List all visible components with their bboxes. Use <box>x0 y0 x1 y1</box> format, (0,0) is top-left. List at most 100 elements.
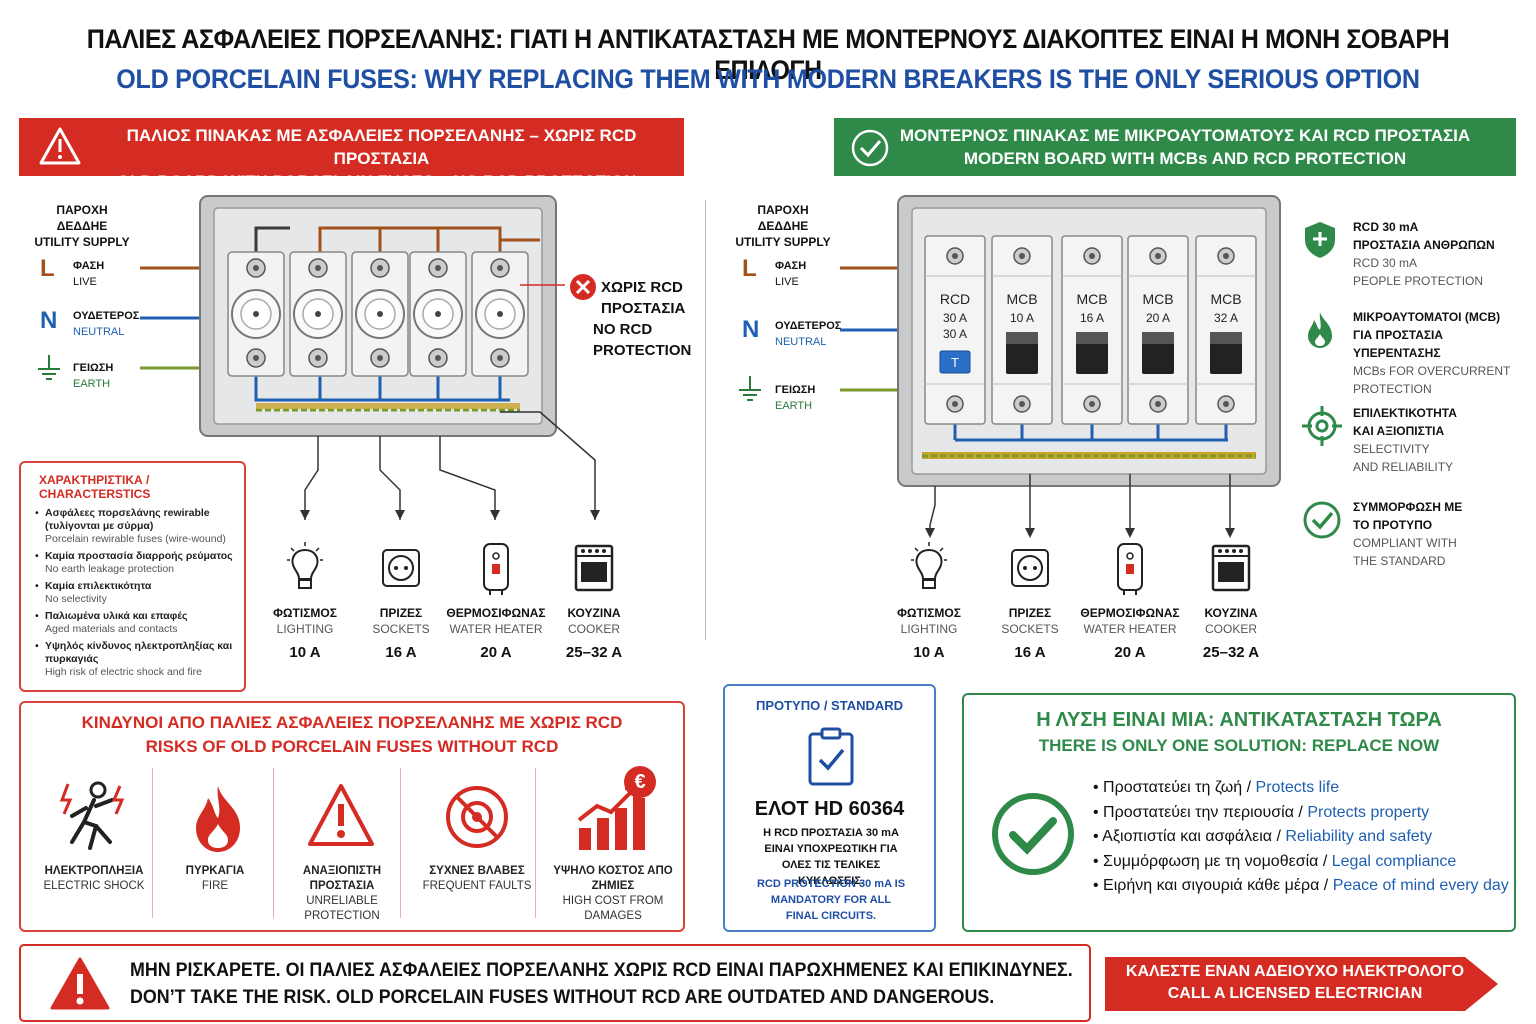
characteristic-gr: Ασφάλεες πορσελάνης rewirable (τυλίγοντα… <box>45 507 210 532</box>
center-divider <box>705 200 706 640</box>
characteristics-box: ΧΑΡΑΚΤΗΡΙΣΤΙΚΑ / CHARACTERSTICS Ασφάλεες… <box>19 461 246 692</box>
new-earth-en: EARTH <box>775 400 813 412</box>
standard-title: ΠΡΟΤΥΠΟ / STANDARD <box>755 698 904 713</box>
device-rating: 10 A <box>1010 311 1034 325</box>
solution-bullet: • Προστατεύει την περιουσία / Protects p… <box>1093 801 1509 826</box>
risk-en: UNRELIABLE PROTECTION <box>304 895 380 922</box>
feature-en: AND RELIABILITY <box>1353 460 1454 474</box>
bullet-dot: • <box>1093 828 1103 845</box>
no-rcd-label: ΧΩΡΙΣ RCD ΠΡΟΣΤΑΣΙΑ NO RCD PROTECTION <box>593 277 693 361</box>
solution-bullet: • Αξιοπιστία και ασφάλεια / Reliability … <box>1093 825 1509 850</box>
risk-en: ELECTRIC SHOCK <box>43 880 145 892</box>
load-rating: 25–32 A <box>1202 644 1260 661</box>
bullet-gr: Συμμόρφωση με τη νομοθεσία <box>1103 852 1319 870</box>
footer-warning-box: ΜΗΝ ΡΙΣΚΑΡΕΤΕ. ΟΙ ΠΑΛΙΕΣ ΑΣΦΑΛΕΙΕΣ ΠΟΡΣΕ… <box>19 944 1091 1022</box>
device-rating: 32 A <box>1214 311 1238 325</box>
feature-text: ΕΠΙΛΕΚΤΙΚΟΤΗΤΑ ΚΑΙ ΑΞΙΟΠΙΣΤΙΑ SELECTIVITY A… <box>1353 404 1533 476</box>
feature-en: THE STANDARD <box>1353 554 1446 568</box>
load-rating: 20 A <box>1114 644 1146 661</box>
risk-divider <box>535 768 536 918</box>
device-rating: 20 A <box>1146 311 1170 325</box>
feature-gr: ΓΙΑ ΠΡΟΣΤΑΣΙΑ ΥΠΕΡΕΝΤΑΣΗΣ <box>1353 328 1444 360</box>
load-name-gr: ΦΩΤΙΣΜΟΣ <box>897 606 961 620</box>
solution-title-gr: Η ΛΥΣΗ ΕΙΝΑΙ ΜΙΑ: ΑΝΤΙΚΑΤΑΣΤΑΣΗ ΤΩΡΑ <box>1036 709 1442 731</box>
characteristic-en: No selectivity <box>45 593 107 605</box>
solution-bullet: • Συμμόρφωση με τη νομοθεσία / Legal com… <box>1093 850 1509 875</box>
load-name-en: SOCKETS <box>1001 622 1059 636</box>
risk-en: FIRE <box>201 880 229 892</box>
rcd-test-button[interactable] <box>939 350 971 374</box>
new-board-banner: ΜΟΝΤΕΡΝΟΣ ΠΙΝΑΚΑΣ ΜΕ ΜΙΚΡΟΑΥΤΟΜΑΤΟΥΣ ΚΑΙ… <box>834 118 1516 176</box>
old-live-letter: L <box>40 255 55 282</box>
solution-box: Η ΛΥΣΗ ΕΙΝΑΙ ΜΙΑ: ΑΝΤΙΚΑΤΑΣΤΑΣΗ ΤΩΡΑ THE… <box>962 693 1516 932</box>
feature-gr: ΕΠΙΛΕΚΤΙΚΟΤΗΤΑ <box>1353 406 1457 420</box>
risk-gr: ΗΛΕΚΤΡΟΠΛΗΞΙΑ <box>44 865 144 877</box>
device-type: MCB <box>1006 291 1037 307</box>
risk-item: ΠΥΡΚΑΓΙΑ FIRE <box>147 864 283 894</box>
no-rcd-icon <box>568 272 598 307</box>
feature-en: SELECTIVITY <box>1353 442 1430 456</box>
risks-title-en: RISKS OF OLD PORCELAIN FUSES WITHOUT RCD <box>145 737 559 756</box>
old-board-banner: ΠΑΛΙΟΣ ΠΙΝΑΚΑΣ ΜΕ ΑΣΦΑΛΕΙΕΣ ΠΟΡΣΕΛΑΝΗΣ –… <box>19 118 684 191</box>
load-name-en: WATER HEATER <box>1083 622 1177 636</box>
socket-icon <box>1010 542 1050 596</box>
load-rating: 10 A <box>289 644 321 661</box>
feature-text: ΜΙΚΡΟΑΥΤΟΜΑΤΟΙ (MCB) ΓΙΑ ΠΡΟΣΤΑΣΙΑ ΥΠΕΡΕΝ… <box>1353 308 1533 398</box>
call-electrician-button[interactable]: ΚΑΛΕΣΤΕ ΕΝΑΝ ΑΔΕΙΟΥΧΟ ΗΛΕΚΤΡΟΛΟΓΟ CALL A… <box>1105 954 1501 1014</box>
risk-gr: ΠΥΡΚΑΓΙΑ <box>185 865 245 877</box>
load-name-gr: ΘΕΡΜΟΣΙΦΩΝΑΣ <box>1080 606 1180 620</box>
risk-gr: ΣΥΧΝΕΣ ΒΛΑΒΕΣ <box>429 865 525 877</box>
load-rating: 16 A <box>385 644 417 661</box>
standard-code: ΕΛΟΤ HD 60364 <box>754 798 905 820</box>
bullet-dot: • <box>1093 779 1104 796</box>
load-name-gr: ΚΟΥΖΙΝΑ <box>1204 606 1258 620</box>
water-heater-icon <box>1110 542 1150 596</box>
standard-text-gr: Η RCD ΠΡΟΣΤΑΣΙΑ 30 mA ΕΙΝΑΙ ΥΠΟΧΡΕΩΤΙΚΗ … <box>763 827 899 887</box>
feature-en: PROTECTION <box>1353 382 1432 396</box>
old-banner-en: OLD BOARD WITH PORCELAIN FUSES – NO RCD … <box>116 172 637 191</box>
device-type: RCD <box>940 291 970 307</box>
load-name-en: LIGHTING <box>276 622 334 636</box>
porcelain-fuse <box>471 251 529 377</box>
porcelain-fuse <box>409 251 467 377</box>
feature-gr: ΜΙΚΡΟΑΥΤΟΜΑΤΟΙ (MCB) <box>1353 310 1501 324</box>
new-supply-gr: ΠΑΡΟΧΗ ΔΕΔΔΗΕ <box>757 203 809 233</box>
earth-icon <box>737 376 763 411</box>
load-name-gr: ΠΡΙΖΕΣ <box>379 606 423 620</box>
risk-gr: ΥΨΗΛΟ ΚΟΣΤΟΣ ΑΠΟ ΖΗΜΙΕΣ <box>553 865 673 892</box>
feature-gr: ΠΡΟΣΤΑΣΙΑ ΑΝΘΡΩΠΩΝ <box>1353 238 1495 252</box>
risks-box: ΚΙΝΔΥΝΟΙ ΑΠΟ ΠΑΛΙΕΣ ΑΣΦΑΛΕΙΕΣ ΠΟΡΣΕΛΑΝΗΣ… <box>19 701 685 932</box>
feature-gr: ΣΥΜΜΟΡΦΩΣΗ ΜΕ <box>1353 500 1463 514</box>
bullet-gr: Ειρήνη και σιγουριά κάθε μέρα <box>1103 877 1320 894</box>
risk-divider <box>152 768 153 918</box>
clipboard-check-icon <box>806 726 856 791</box>
new-live-letter: L <box>742 255 757 282</box>
arrow-shape <box>1105 957 1498 1011</box>
feature-en: COMPLIANT WITH <box>1353 536 1457 550</box>
characteristic-en: Aged materials and contacts <box>45 623 178 635</box>
feature-gr: RCD 30 mA <box>1353 220 1419 234</box>
page-title-greek: ΠΑΛΙΕΣ ΑΣΦΑΛΕΙΕΣ ΠΟΡΣΕΛΑΝΗΣ: ΓΙΑΤΙ Η ΑΝΤ… <box>86 24 1450 85</box>
new-supply-label: ΠΑΡΟΧΗ ΔΕΔΔΗΕ UTILITY SUPPLY <box>735 202 831 250</box>
characteristic-item: Ασφάλεες πορσελάνης rewirable (τυλίγοντα… <box>35 507 234 546</box>
bullet-sep: / <box>1272 828 1286 845</box>
new-neutral-en: NEUTRAL <box>775 336 827 348</box>
feature-gr: ΚΑΙ ΑΞΙΟΠΙΣΤΙΑ <box>1353 424 1445 438</box>
standard-text-en: RCD PROTECTION 30 mA IS MANDATORY FOR AL… <box>756 878 906 922</box>
characteristic-item: Υψηλός κίνδυνος ηλεκτροπληξίας και πυρκα… <box>35 640 234 679</box>
new-live-gr: ΦΑΣΗ <box>775 260 807 272</box>
bullet-dot: • <box>1093 803 1104 821</box>
cooker-icon <box>574 542 614 596</box>
porcelain-fuse <box>289 251 347 377</box>
